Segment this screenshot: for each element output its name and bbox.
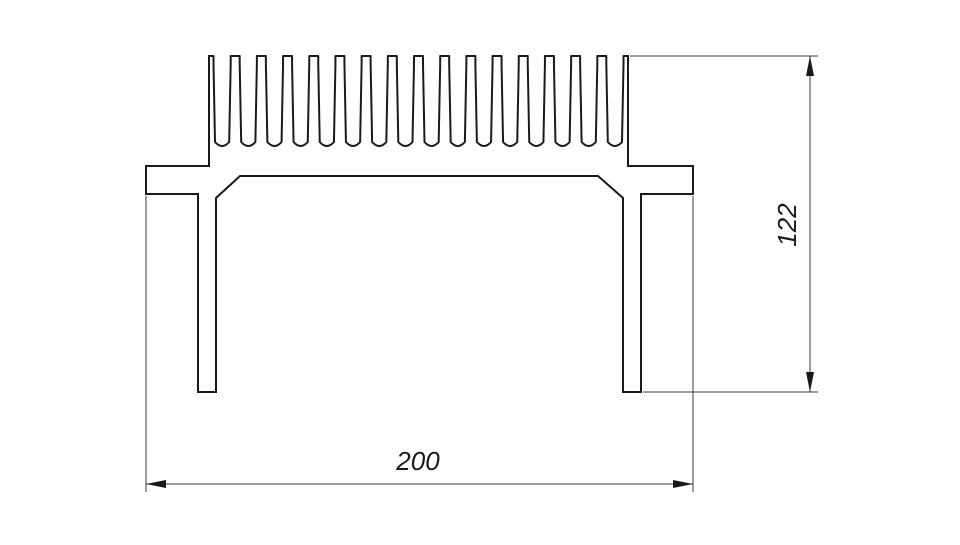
height-arrow-top	[806, 56, 814, 76]
width-arrow-right	[673, 480, 693, 488]
fin-gap-mask	[210, 54, 627, 160]
width-dimension: 200	[145, 196, 694, 492]
width-arrow-left	[146, 480, 166, 488]
height-arrow-bottom	[806, 372, 814, 392]
height-dimension-label: 122	[772, 203, 802, 247]
heatsink-fins-outline	[208, 54, 629, 166]
width-dimension-label: 200	[395, 446, 440, 476]
height-dimension: 122	[630, 55, 818, 393]
